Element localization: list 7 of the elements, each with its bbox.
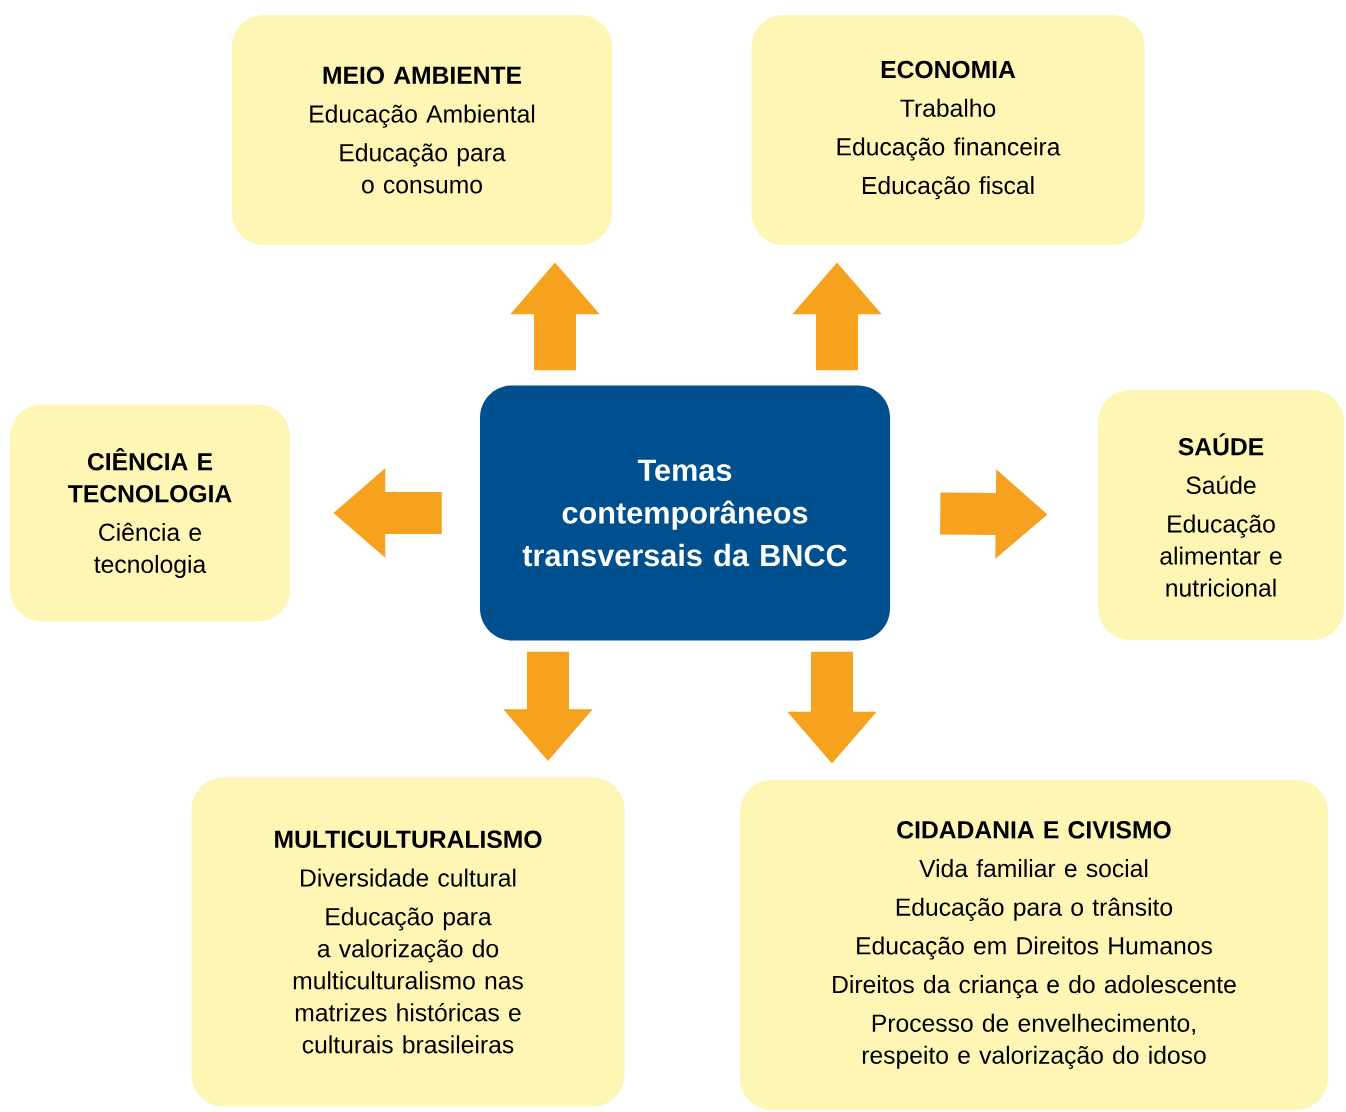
topic-box: ECONOMIA Trabalho Educação financeira Educação fiscal: [751, 15, 1145, 245]
topic-box: MULTICULTURALISMO Diversidade cultural Educação para a valorização do multiculturalismo nas matrizes históricas e culturais brasileiras: [191, 777, 625, 1107]
topic-box: CIDADANIA E CIVISMO Vida familiar e social Educação para o trânsito Educação em Direitos Humanos Direitos da criança e do adolescente Processo de envelhecimento, respeito e valorização do idoso: [740, 780, 1328, 1110]
topic-box: SAÚDE Saúde Educação alimentar e nutricional: [1098, 390, 1344, 640]
topic-box: MEIO AMBIENTE Educação Ambiental Educação para o consumo: [232, 15, 612, 245]
topic-box: CIÊNCIA E TECNOLOGIA Ciência e tecnologia: [10, 404, 290, 622]
theme-box: Temas contemporâneos transversais da BNCC: [480, 385, 890, 641]
